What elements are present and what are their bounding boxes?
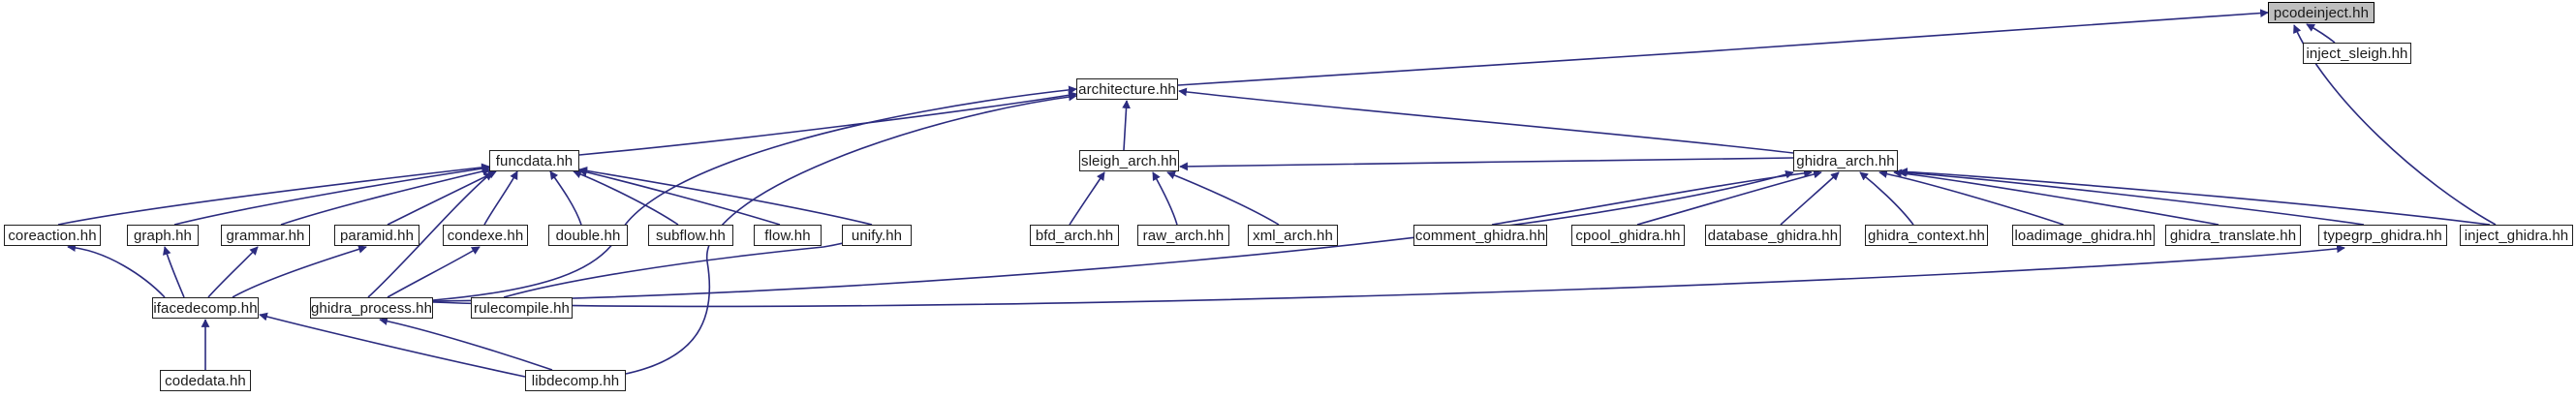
graph-node-grammar[interactable]: grammar.hh bbox=[221, 225, 310, 246]
edge-cpool_ghidra-to-ghidra_arch bbox=[1636, 169, 1822, 226]
graph-node-ghidra_process[interactable]: ghidra_process.hh bbox=[310, 297, 433, 319]
graph-node-unify[interactable]: unify.hh bbox=[842, 225, 912, 246]
graph-node-comment_ghidra[interactable]: comment_ghidra.hh bbox=[1413, 225, 1547, 246]
graph-node-label: bfd_arch.hh bbox=[1035, 227, 1114, 244]
graph-node-flow[interactable]: flow.hh bbox=[754, 225, 822, 246]
edge-subflow-to-funcdata bbox=[573, 169, 679, 226]
graph-node-ghidra_translate[interactable]: ghidra_translate.hh bbox=[2165, 225, 2301, 246]
graph-node-rulecompile[interactable]: rulecompile.hh bbox=[471, 297, 573, 319]
edge-database_ghidra-to-ghidra_arch bbox=[1780, 171, 1840, 226]
graph-node-label: ghidra_context.hh bbox=[1868, 227, 1985, 244]
graph-node-label: subflow.hh bbox=[656, 227, 726, 244]
edge-ifacedecomp-to-paramid bbox=[232, 245, 367, 298]
graph-node-architecture[interactable]: architecture.hh bbox=[1076, 78, 1178, 100]
graph-node-pcodeinject[interactable]: pcodeinject.hh bbox=[2268, 2, 2374, 23]
graph-node-inject_ghidra[interactable]: inject_ghidra.hh bbox=[2460, 225, 2573, 246]
graph-node-label: sleigh_arch.hh bbox=[1081, 152, 1177, 169]
edge-xml_arch-to-sleigh_arch bbox=[1166, 170, 1280, 226]
edge-paramid-to-funcdata bbox=[387, 170, 497, 226]
edge-ghidra_process-to-funcdata bbox=[367, 171, 493, 298]
graph-node-ifacedecomp[interactable]: ifacedecomp.hh bbox=[152, 297, 259, 319]
graph-node-loadimage_ghidra[interactable]: loadimage_ghidra.hh bbox=[2012, 225, 2155, 246]
edge-ghidra_context-to-ghidra_arch bbox=[1859, 171, 1914, 226]
edge-raw_arch-to-sleigh_arch bbox=[1152, 171, 1178, 226]
edge-bfd_arch-to-sleigh_arch bbox=[1069, 171, 1105, 226]
edge-ghidra_arch-to-architecture bbox=[1178, 87, 1794, 154]
graph-node-database_ghidra[interactable]: database_ghidra.hh bbox=[1705, 225, 1841, 246]
edge-ifacedecomp-to-graph bbox=[163, 246, 185, 298]
edge-ghidra_process-to-typegrp_ghidra bbox=[432, 244, 2345, 308]
edge-ghidra_process-to-ghidra_arch bbox=[432, 169, 1794, 302]
graph-node-label: database_ghidra.hh bbox=[1707, 227, 1839, 244]
graph-node-condexe[interactable]: condexe.hh bbox=[443, 225, 528, 246]
graph-node-label: condexe.hh bbox=[447, 227, 524, 244]
graph-node-label: typegrp_ghidra.hh bbox=[2323, 227, 2442, 244]
graph-node-funcdata[interactable]: funcdata.hh bbox=[489, 150, 579, 171]
edge-grammar-to-funcdata bbox=[280, 167, 491, 226]
graph-node-raw_arch[interactable]: raw_arch.hh bbox=[1137, 225, 1229, 246]
edge-group bbox=[57, 9, 2497, 378]
graph-node-sleigh_arch[interactable]: sleigh_arch.hh bbox=[1079, 150, 1179, 171]
edge-unify-to-funcdata bbox=[578, 167, 873, 226]
graph-node-label: inject_sleigh.hh bbox=[2306, 45, 2408, 62]
graph-node-libdecomp[interactable]: libdecomp.hh bbox=[525, 370, 626, 391]
graph-node-label: architecture.hh bbox=[1078, 80, 1176, 98]
graph-node-label: rulecompile.hh bbox=[474, 299, 570, 317]
edge-sleigh_arch-to-architecture bbox=[1122, 100, 1131, 151]
edge-ghidra_process-to-condexe bbox=[387, 246, 481, 298]
graph-node-label: coreaction.hh bbox=[8, 227, 97, 244]
edge-ifacedecomp-to-grammar bbox=[207, 246, 259, 298]
edge-libdecomp-to-ghidra_process bbox=[379, 317, 553, 371]
graph-node-label: raw_arch.hh bbox=[1142, 227, 1225, 244]
edge-ghidra_arch-to-sleigh_arch bbox=[1179, 157, 1794, 171]
graph-node-label: cpool_ghidra.hh bbox=[1575, 227, 1681, 244]
edge-ghidra_process-to-architecture bbox=[432, 85, 1077, 301]
graph-node-ghidra_arch[interactable]: ghidra_arch.hh bbox=[1793, 150, 1898, 171]
graph-node-label: unify.hh bbox=[851, 227, 903, 244]
graph-node-coreaction[interactable]: coreaction.hh bbox=[4, 225, 101, 246]
graph-node-label: inject_ghidra.hh bbox=[2464, 227, 2569, 244]
edge-graph-to-funcdata bbox=[173, 164, 490, 226]
graph-node-xml_arch[interactable]: xml_arch.hh bbox=[1248, 225, 1338, 246]
edge-coreaction-to-funcdata bbox=[57, 163, 490, 226]
graph-node-label: grammar.hh bbox=[226, 227, 305, 244]
graph-node-label: funcdata.hh bbox=[495, 152, 574, 169]
edge-inject_ghidra-to-ghidra_arch bbox=[1899, 168, 2491, 226]
edge-double-to-funcdata bbox=[549, 170, 582, 226]
graph-node-label: comment_ghidra.hh bbox=[1414, 227, 1546, 244]
graph-node-ghidra_context[interactable]: ghidra_context.hh bbox=[1865, 225, 1988, 246]
graph-node-bfd_arch[interactable]: bfd_arch.hh bbox=[1030, 225, 1119, 246]
graph-node-label: pcodeinject.hh bbox=[2273, 4, 2370, 21]
edge-flow-to-funcdata bbox=[578, 168, 781, 226]
graph-node-label: double.hh bbox=[555, 227, 621, 244]
graph-node-codedata[interactable]: codedata.hh bbox=[160, 370, 251, 391]
graph-node-cpool_ghidra[interactable]: cpool_ghidra.hh bbox=[1571, 225, 1685, 246]
graph-node-label: paramid.hh bbox=[339, 227, 415, 244]
graph-node-paramid[interactable]: paramid.hh bbox=[334, 225, 419, 246]
edge-ghidra_translate-to-ghidra_arch bbox=[1893, 168, 2219, 226]
edge-condexe-to-funcdata bbox=[483, 170, 518, 226]
graph-node-label: loadimage_ghidra.hh bbox=[2014, 227, 2153, 244]
edge-libdecomp-to-ifacedecomp bbox=[259, 312, 526, 378]
graph-node-label: libdecomp.hh bbox=[531, 372, 620, 389]
graph-node-label: graph.hh bbox=[133, 227, 193, 244]
graph-node-label: codedata.hh bbox=[165, 372, 246, 389]
graph-node-label: ghidra_translate.hh bbox=[2169, 227, 2297, 244]
graph-node-label: ifacedecomp.hh bbox=[153, 299, 258, 317]
edge-ifacedecomp-to-coreaction bbox=[67, 243, 166, 298]
graph-node-label: xml_arch.hh bbox=[1253, 227, 1333, 244]
graph-node-label: ghidra_arch.hh bbox=[1796, 152, 1895, 169]
graph-node-label: flow.hh bbox=[764, 227, 811, 244]
graph-node-subflow[interactable]: subflow.hh bbox=[648, 225, 733, 246]
edge-inject_sleigh-to-pcodeinject bbox=[2306, 23, 2336, 44]
graph-node-double[interactable]: double.hh bbox=[548, 225, 628, 246]
graph-node-typegrp_ghidra[interactable]: typegrp_ghidra.hh bbox=[2318, 225, 2447, 246]
graph-node-graph[interactable]: graph.hh bbox=[127, 225, 199, 246]
edge-architecture-to-pcodeinject bbox=[1177, 9, 2269, 86]
edge-funcdata-to-architecture bbox=[578, 90, 1077, 156]
edge-typegrp_ghidra-to-ghidra_arch bbox=[1898, 168, 2365, 226]
graph-node-inject_sleigh[interactable]: inject_sleigh.hh bbox=[2303, 43, 2411, 64]
graph-node-label: ghidra_process.hh bbox=[310, 299, 433, 317]
